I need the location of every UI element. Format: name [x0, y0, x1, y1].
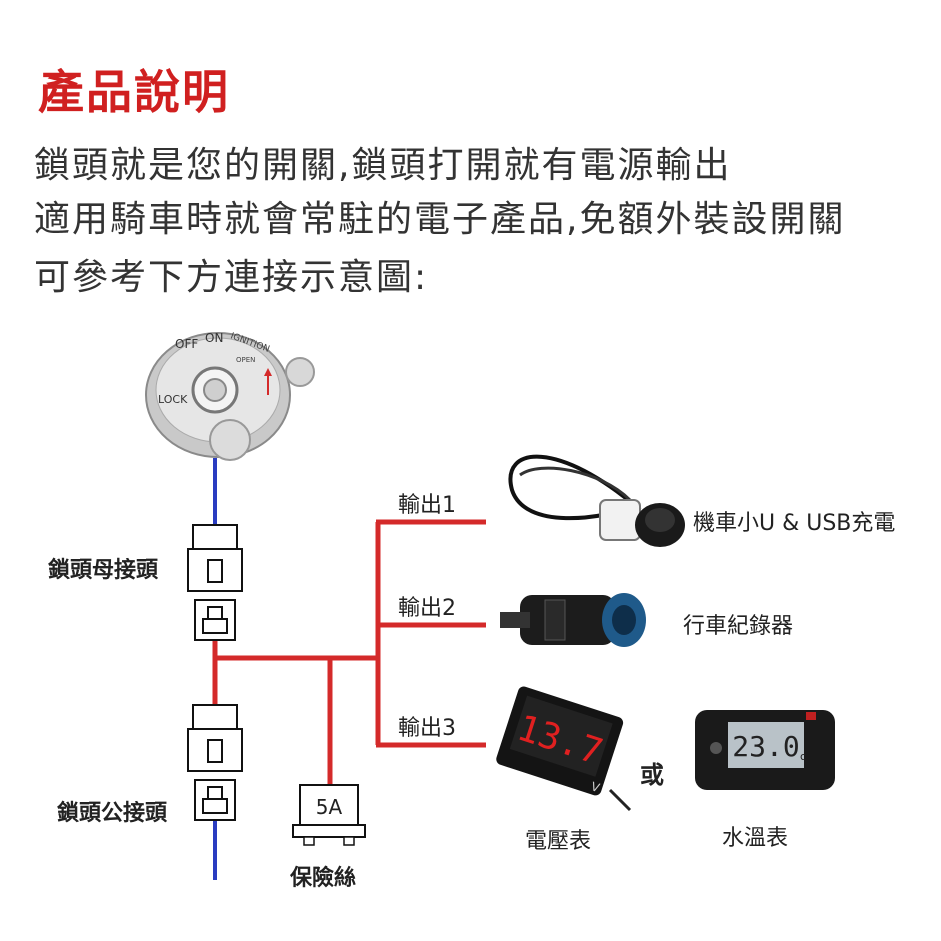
female-connector	[187, 524, 243, 641]
fuse-rating-text: 5A	[316, 795, 343, 819]
thermometer-image: 23.0 c	[695, 710, 835, 790]
dashcam-image	[500, 593, 646, 647]
voltmeter-label: 電壓表	[525, 829, 592, 854]
usb-charger-image	[508, 454, 685, 547]
ignition-lock-text: LOCK	[158, 393, 188, 406]
device-2-label: 行車紀錄器	[683, 614, 794, 639]
fuse: 5A	[292, 784, 366, 846]
voltmeter-image: 13.7 V	[496, 686, 632, 812]
output-1-label: 輸出1	[398, 493, 456, 518]
ignition-open-text: OPEN	[236, 356, 255, 364]
thermometer-label: 水溫表	[722, 826, 789, 851]
description-line-3: 可參考下方連接示意圖:	[34, 257, 429, 298]
description-line-2: 適用騎車時就會常駐的電子產品,免額外裝設開關	[34, 199, 846, 240]
page-title: 產品說明	[38, 65, 230, 119]
output-2-label: 輸出2	[398, 596, 456, 621]
female-connector-label: 鎖頭母接頭	[48, 558, 159, 583]
ignition-off-text: OFF	[175, 337, 198, 351]
thermometer-reading-text: 23.0	[732, 730, 799, 763]
device-1-label: 機車小U & USB充電	[693, 511, 896, 536]
ignition-on-text: ON	[205, 331, 223, 345]
thermometer-unit-text: c	[800, 750, 806, 763]
fuse-label: 保險絲	[290, 866, 357, 891]
ignition-switch: OFF ON IGNITION LOCK OPEN	[145, 331, 315, 461]
description-line-1: 鎖頭就是您的開關,鎖頭打開就有電源輸出	[34, 145, 732, 186]
or-label: 或	[640, 761, 664, 789]
male-connector	[187, 704, 243, 821]
output-3-label: 輸出3	[398, 716, 456, 741]
red-wiring	[212, 519, 486, 785]
male-connector-label: 鎖頭公接頭	[57, 801, 168, 826]
